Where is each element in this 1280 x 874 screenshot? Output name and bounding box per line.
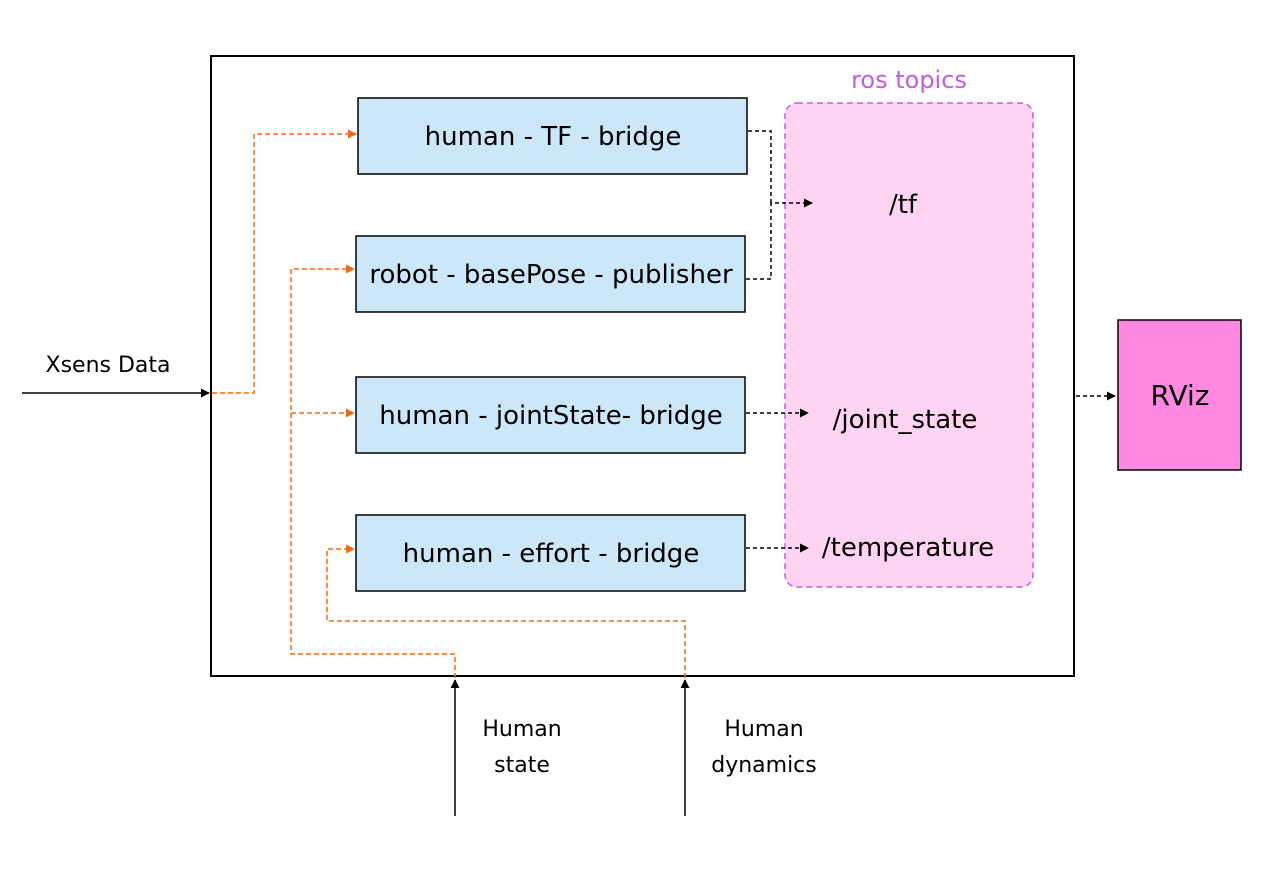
node-human-jointstate-bridge: human - jointState- bridge xyxy=(355,376,746,454)
node-label: robot - basePose - publisher xyxy=(369,260,733,290)
human-dynamics-label-line2: dynamics xyxy=(711,753,817,778)
node-human-tf-bridge: human - TF - bridge xyxy=(357,97,748,175)
human-state-flow xyxy=(290,264,456,678)
topic-tf: /tf xyxy=(889,190,918,220)
topic-temperature: /temperature xyxy=(822,533,994,563)
system-frame xyxy=(210,55,1075,677)
xsens-to-tf-arrow xyxy=(212,129,357,394)
rviz-node: RViz xyxy=(1117,319,1242,471)
node-label: human - jointState- bridge xyxy=(379,401,723,431)
topic-flows xyxy=(746,130,1116,553)
tf-bridge-to-tf-line xyxy=(748,130,772,203)
human-dynamics-flow xyxy=(326,544,686,678)
basepose-to-tf-arrow xyxy=(746,198,813,280)
state-to-basepose-arrow xyxy=(290,264,456,678)
ros-topics-container xyxy=(784,102,1034,588)
topic-joint-state: /joint_state xyxy=(833,405,978,435)
human-state-label-line2: state xyxy=(494,753,550,778)
ros-topics-title: ros topics xyxy=(851,66,967,94)
xsens-flow xyxy=(212,129,357,394)
dynamics-to-effort-arrow xyxy=(326,544,686,678)
node-label: human - effort - bridge xyxy=(403,539,700,569)
node-human-effort-bridge: human - effort - bridge xyxy=(355,514,746,592)
input-xsens-label: Xsens Data xyxy=(46,353,171,378)
human-state-label-line1: Human xyxy=(482,717,561,742)
node-label: human - TF - bridge xyxy=(425,122,682,152)
human-dynamics-label-line1: Human xyxy=(724,717,803,742)
rviz-label: RViz xyxy=(1151,379,1210,412)
node-robot-basepose-publisher: robot - basePose - publisher xyxy=(355,235,746,313)
